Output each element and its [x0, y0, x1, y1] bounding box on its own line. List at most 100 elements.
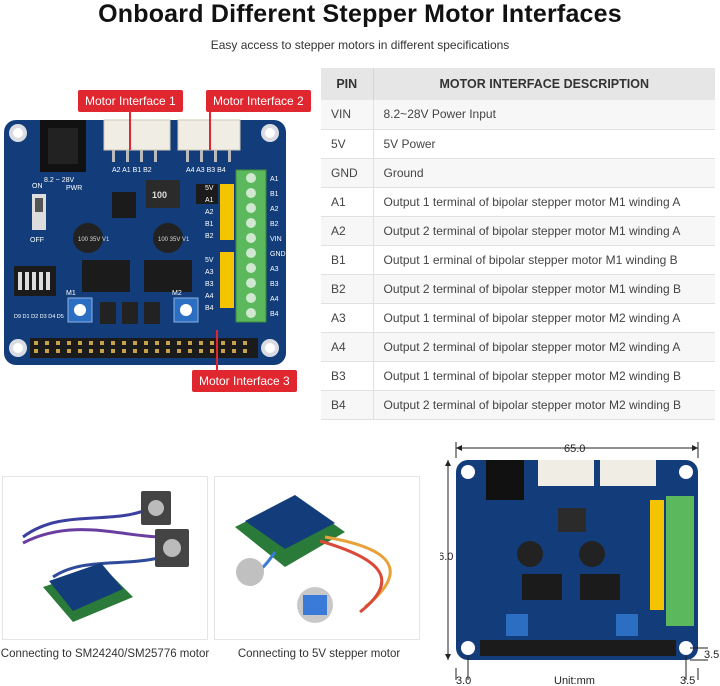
table-header-row: PIN MOTOR INTERFACE DESCRIPTION — [321, 68, 715, 100]
driver-ic-1 — [82, 260, 130, 292]
chip-a — [112, 192, 136, 218]
description-cell: Ground — [373, 158, 715, 188]
dim-width: 65.0 — [564, 443, 585, 455]
pin-cell: A1 — [321, 187, 374, 217]
left-pin-label: B4 — [205, 305, 214, 312]
pin-cell: B4 — [321, 390, 374, 420]
description-cell: Output 1 terminal of bipolar stepper mot… — [373, 187, 715, 217]
cap1-label: 100 35V V1 — [78, 237, 110, 243]
right-pin-label: B3 — [270, 281, 279, 288]
right-pin-label: B2 — [270, 221, 279, 228]
callout2-line — [209, 100, 211, 150]
left-pin-label: B3 — [205, 281, 214, 288]
terminal-screw — [246, 218, 256, 228]
callout-interface-3: Motor Interface 3 — [192, 370, 297, 392]
description-cell: Output 2 terminal of bipolar stepper mot… — [373, 274, 715, 304]
m1-label: M1 — [66, 290, 76, 297]
off-label: OFF — [30, 237, 44, 244]
header-interface-1 — [103, 119, 171, 151]
terminal-screw — [246, 173, 256, 183]
inductor — [146, 180, 180, 208]
pin-cell: B3 — [321, 361, 374, 391]
hat-board — [49, 563, 123, 611]
header-pin: PIN — [321, 68, 374, 100]
right-pin-label: A3 — [270, 266, 279, 273]
right-pin-label: B4 — [270, 311, 279, 318]
left-pin-label: A3 — [205, 269, 214, 276]
terminal-screw — [246, 248, 256, 258]
right-pin-label: A1 — [270, 176, 279, 183]
board-illustration: A2 A1 B1 B2 A4 A3 B3 B4 8.2 ~ 28V ON PWR… — [0, 80, 320, 400]
right-pin-label: VIN — [270, 236, 282, 243]
callout-interface-1: Motor Interface 1 — [78, 90, 183, 112]
description-cell: Output 1 erminal of bipolar stepper moto… — [373, 245, 715, 275]
hat-board-2 — [245, 495, 335, 549]
callout1-line — [129, 100, 131, 150]
header1-label: A2 A1 B1 B2 — [112, 167, 152, 174]
callout-interface-2: Motor Interface 2 — [206, 90, 311, 112]
dimension-diagram: 65.0 56.0 3.0 3.5 3.5 Unit:mm — [440, 442, 719, 686]
description-cell: 5V Power — [373, 129, 715, 159]
terminal-screw — [246, 263, 256, 273]
photo-sm-motor — [2, 476, 208, 640]
terminal-screw — [246, 233, 256, 243]
terminal-screw — [246, 278, 256, 288]
description-cell: Output 1 terminal of bipolar stepper mot… — [373, 303, 715, 333]
pwr-label: PWR — [66, 185, 82, 192]
on-label: ON — [32, 183, 43, 190]
callout3-line — [216, 330, 218, 375]
pin-cell: VIN — [321, 100, 374, 130]
dim-unit: Unit:mm — [554, 675, 595, 686]
description-cell: Output 1 terminal of bipolar stepper mot… — [373, 361, 715, 391]
pin-cell: GND — [321, 158, 374, 188]
caption-photo-1: Connecting to SM24240/SM25776 motor — [0, 648, 210, 660]
left-pin-label: 5V — [205, 185, 214, 192]
right-pin-label: B1 — [270, 191, 279, 198]
dim-left-offset: 3.0 — [456, 675, 471, 686]
driver-ic-2 — [144, 260, 192, 292]
cap2-label: 100 35V V1 — [158, 237, 190, 243]
pin-cell: A4 — [321, 332, 374, 362]
left-pin-label: A1 — [205, 197, 214, 204]
left-pin-label: 5V — [205, 257, 214, 264]
left-pin-label: B1 — [205, 221, 214, 228]
right-pin-label: GND — [270, 251, 286, 258]
description-cell: Output 2 terminal of bipolar stepper mot… — [373, 216, 715, 246]
description-cell: 8.2~28V Power Input — [373, 100, 715, 130]
board-svg: A2 A1 B1 B2 A4 A3 B3 B4 8.2 ~ 28V ON PWR… — [4, 119, 286, 365]
dim-corner: 3.5 — [704, 649, 719, 661]
page-subtitle: Easy access to stepper motors in differe… — [210, 38, 510, 52]
terminal-screw — [246, 293, 256, 303]
voltage-label: 8.2 ~ 28V — [44, 177, 74, 184]
pin-cell: A2 — [321, 216, 374, 246]
dip-label: D9 D1 D2 D3 D4 D5 — [14, 314, 64, 320]
description-cell: Output 2 terminal of bipolar stepper mot… — [373, 332, 715, 362]
pin-cell: B2 — [321, 274, 374, 304]
cap-1 — [73, 223, 103, 253]
terminal-screw — [246, 188, 256, 198]
dim-height: 56.0 — [440, 551, 453, 563]
yellow-pin-header — [220, 184, 234, 308]
caption-photo-2: Connecting to 5V stepper motor — [237, 648, 401, 660]
page-title: Onboard Different Stepper Motor Interfac… — [98, 0, 622, 28]
pin-cell: 5V — [321, 129, 374, 159]
header2-label: A4 A3 B3 B4 — [186, 167, 226, 174]
right-pin-label: A4 — [270, 296, 279, 303]
header-description: MOTOR INTERFACE DESCRIPTION — [373, 68, 715, 100]
inductor-label: 100 — [152, 190, 167, 200]
right-pin-label: A2 — [270, 206, 279, 213]
left-pin-label: A4 — [205, 293, 214, 300]
dim-board — [456, 460, 698, 660]
pin-cell: A3 — [321, 303, 374, 333]
